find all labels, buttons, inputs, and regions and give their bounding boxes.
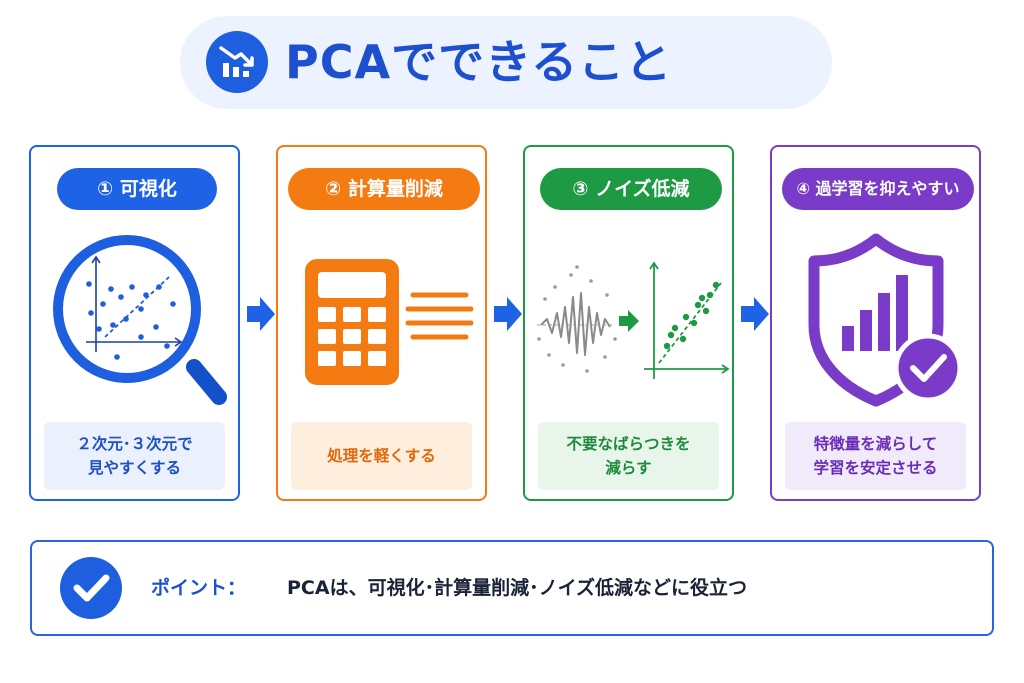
- step-badge: ④ 過学習を抑えやすい: [782, 168, 974, 210]
- step-card-noise-reduction: ③ ノイズ低減 不要なばらつきを 減らす: [523, 145, 734, 501]
- arrow-right-icon: [741, 297, 769, 331]
- point-text: PCAは、可視化･計算量削減･ノイズ低減などに役立つ: [287, 577, 748, 599]
- check-circle-icon: [60, 557, 122, 619]
- magnifier-scatter-icon: [53, 235, 227, 405]
- calculator-icon: [305, 259, 474, 385]
- shield-bar-check-icon: [808, 233, 963, 407]
- arrow-right-icon: [247, 297, 275, 331]
- chart-down-icon: [206, 31, 268, 93]
- step-caption: 処理を軽くする: [291, 422, 472, 490]
- step-caption-text: 特徴量を減らして 学習を安定させる: [813, 435, 938, 477]
- step-caption-text: ２次元･３次元で 見やすくする: [76, 435, 193, 477]
- point-label: ポイント：: [151, 577, 247, 599]
- step-card-overfitting: ④ 過学習を抑えやすい 特徴量を減らして 学習を安定させる: [770, 145, 981, 501]
- step-card-visualization: ① 可視化 ２次元･３次元で 見やすくする: [29, 145, 240, 501]
- step-badge: ③ ノイズ低減: [540, 168, 722, 210]
- step-caption-text: 不要なばらつきを 減らす: [566, 435, 691, 477]
- page-title: PCAでできること: [285, 35, 673, 89]
- arrow-right-icon: [494, 297, 522, 331]
- noise-to-scatter-icon: [537, 261, 730, 379]
- step-badge: ② 計算量削減: [288, 168, 480, 210]
- step-caption: ２次元･３次元で 見やすくする: [44, 422, 225, 490]
- step-caption: 不要なばらつきを 減らす: [538, 422, 719, 490]
- step-badge: ① 可視化: [57, 168, 217, 210]
- point-summary: ポイント： PCAは、可視化･計算量削減･ノイズ低減などに役立つ: [30, 540, 994, 636]
- step-card-computation: ② 計算量削減 処理を軽くする: [276, 145, 487, 501]
- step-caption: 特徴量を減らして 学習を安定させる: [785, 422, 966, 490]
- title-banner: [180, 16, 832, 109]
- step-caption-text: 処理を軽くする: [327, 447, 436, 465]
